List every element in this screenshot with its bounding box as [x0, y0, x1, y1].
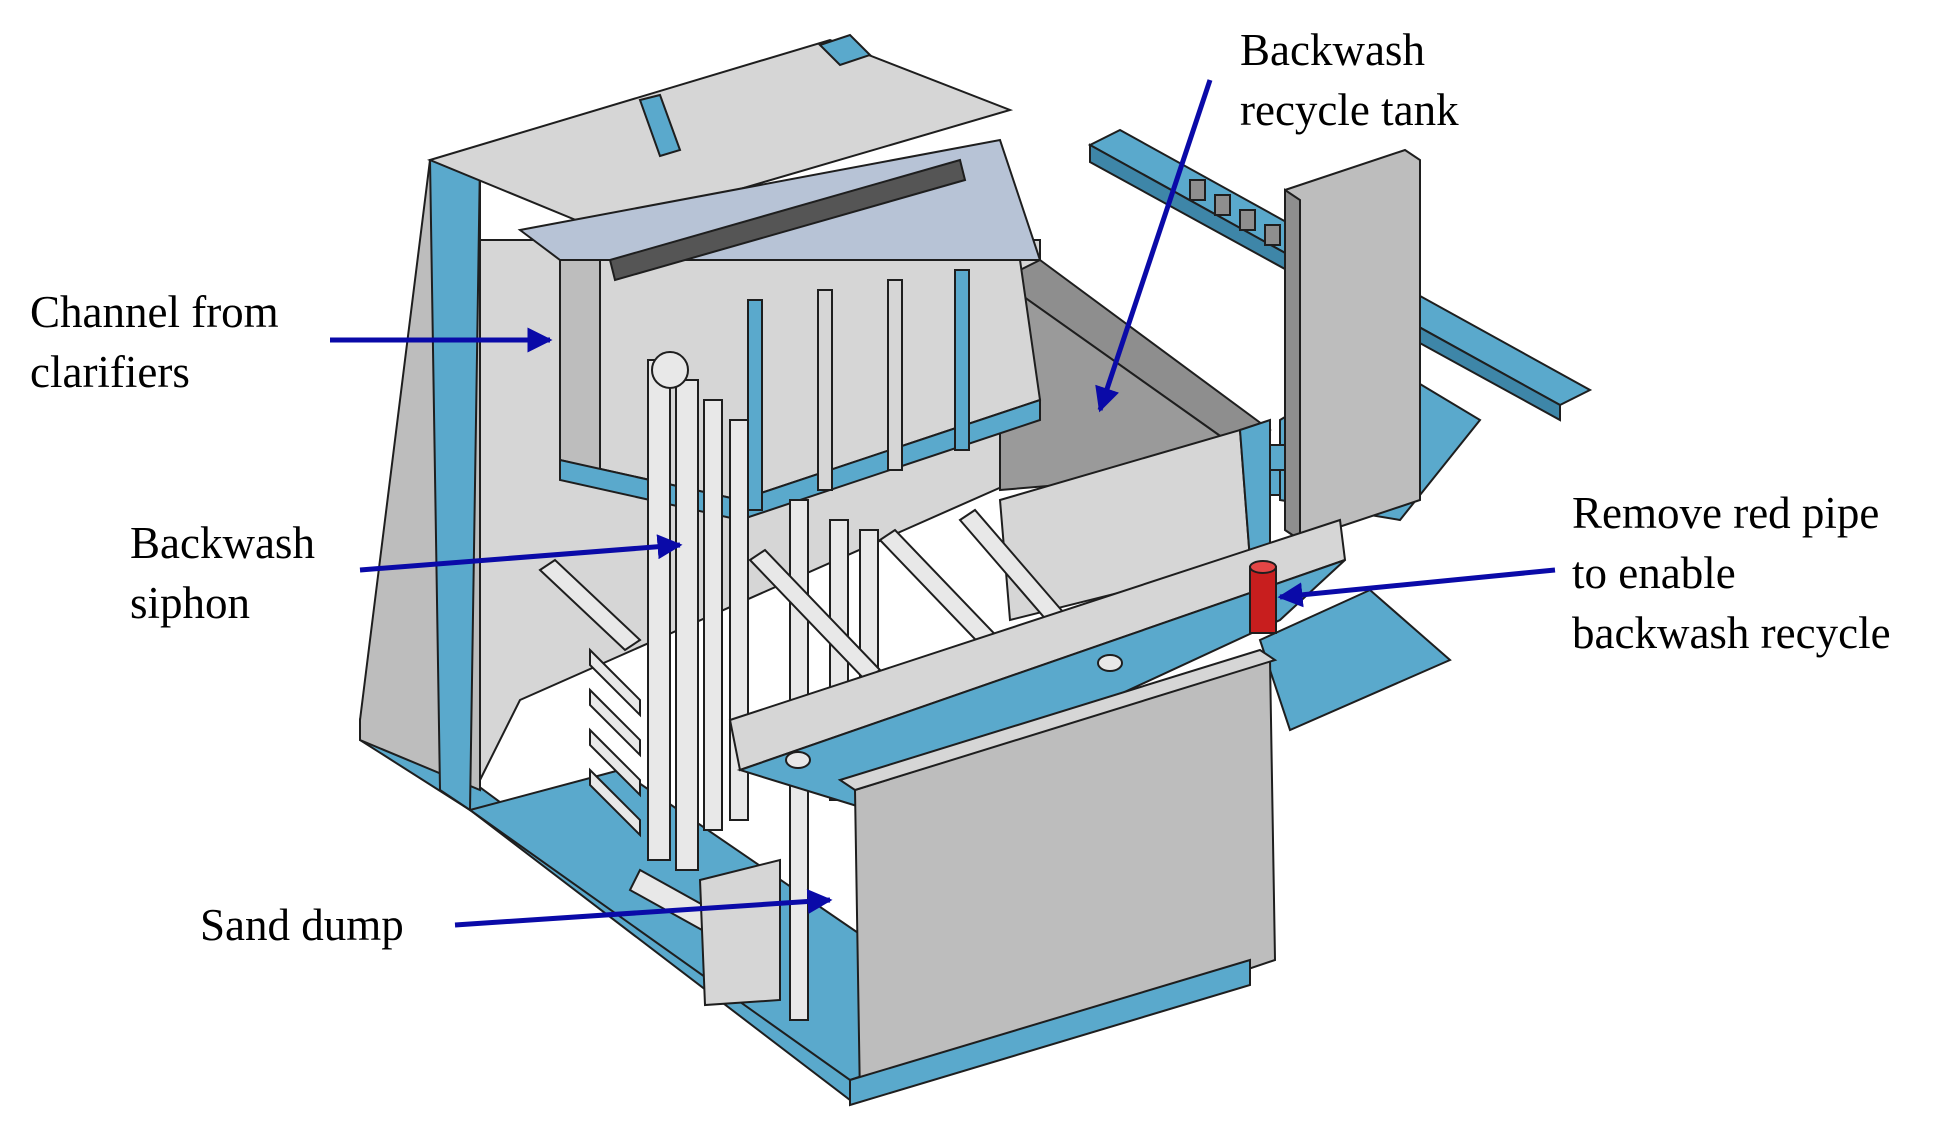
front-wall-base: [849, 958, 1251, 1107]
mid-ledge-top: [736, 559, 1346, 812]
partition-1: [747, 299, 763, 511]
top-rim: [427, 38, 1014, 232]
small-front-wall: [698, 858, 781, 1007]
label-line: Channel from: [30, 287, 279, 337]
lateral-2: [589, 687, 641, 758]
stair-wall: [1284, 148, 1421, 542]
partition-3: [887, 279, 903, 471]
label-backwash-recycle-tank: Backwash recycle tank: [1240, 20, 1459, 140]
label-line: Remove red pipe: [1572, 488, 1880, 538]
lateral-1: [589, 647, 641, 718]
stair-structure: [1087, 128, 1593, 732]
lower-landing: [1258, 588, 1452, 732]
label-sand-dump: Sand dump: [200, 895, 404, 955]
arrow-siphon: [359, 534, 683, 573]
red-pipe: [1249, 566, 1277, 634]
pipe-cap-1: [785, 751, 811, 769]
upper-steps: [1189, 179, 1281, 246]
label-line: Backwash: [1240, 25, 1425, 75]
partition-4: [954, 269, 970, 451]
label-line: Backwash: [130, 518, 315, 568]
arrow-recycle-tank: [1095, 79, 1213, 413]
red-pipe-top: [1249, 560, 1277, 574]
partition-2: [817, 289, 833, 491]
front-wall-top: [837, 648, 1278, 792]
gate-bar: [608, 158, 967, 282]
label-channel-from-clarifiers: Channel from clarifiers: [30, 282, 279, 402]
label-line: clarifiers: [30, 347, 190, 397]
annotation-arrows: [330, 79, 1556, 928]
stair-wall-face: [1284, 188, 1301, 542]
label-line: to enable: [1572, 548, 1736, 598]
top-rim-blue-1: [638, 93, 682, 158]
label-line: siphon: [130, 578, 251, 628]
arrow-sand-dump: [454, 889, 833, 928]
channel-box-left: [559, 248, 601, 472]
manifold-left: [538, 558, 642, 652]
label-remove-red-pipe: Remove red pipe to enable backwash recyc…: [1572, 483, 1891, 663]
label-line: backwash recycle: [1572, 608, 1891, 658]
channel-interior: [517, 138, 1042, 261]
siphon-pipe-3: [703, 399, 723, 831]
label-backwash-siphon: Backwash siphon: [130, 513, 315, 633]
lateral-3: [589, 727, 641, 798]
front-walls: [698, 518, 1347, 1107]
pipe-cap-2: [1097, 654, 1123, 672]
siphon-pipe-2: [675, 379, 699, 871]
siphon-pipe-1: [647, 359, 671, 861]
top-rim-blue-2: [818, 33, 872, 67]
pipe-elbow-top: [651, 351, 689, 389]
arrow-red-pipe: [1277, 567, 1556, 608]
label-line: recycle tank: [1240, 85, 1459, 135]
label-line: Sand dump: [200, 900, 404, 950]
lateral-4: [589, 767, 641, 838]
